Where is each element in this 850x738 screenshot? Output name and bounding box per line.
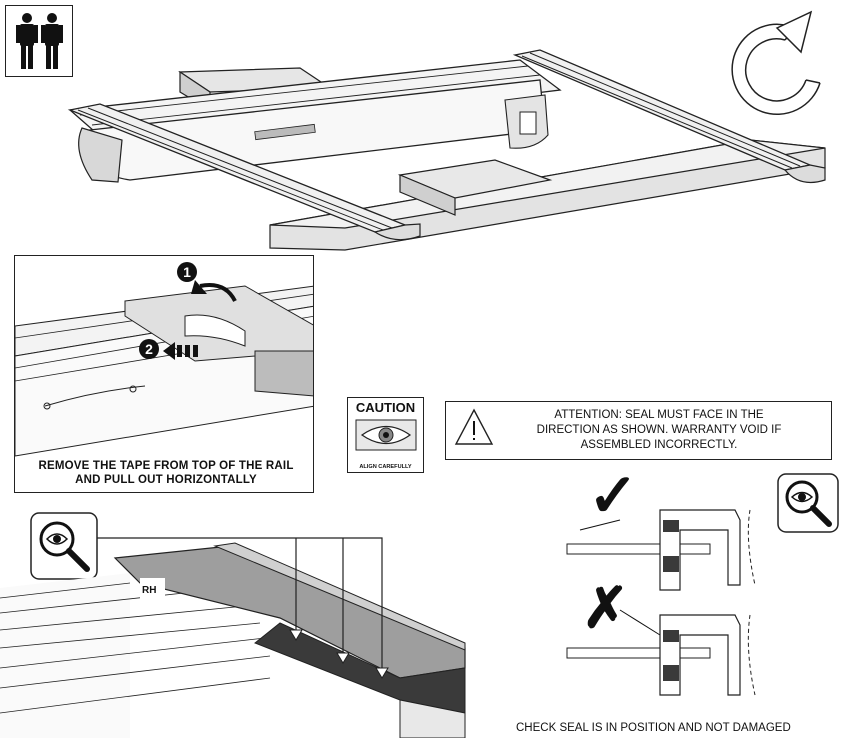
attention-line3: ASSEMBLED INCORRECTLY. xyxy=(580,439,738,451)
remove-tape-caption-line2: AND PULL OUT HORIZONTALLY xyxy=(75,474,257,486)
check-seal-caption: CHECK SEAL IS IN POSITION AND NOT DAMAGE… xyxy=(516,722,791,734)
incorrect-x-mark: ✗ xyxy=(582,576,629,639)
step-2-badge: 2 xyxy=(139,339,159,359)
attention-line2: DIRECTION AS SHOWN. WARRANTY VOID IF xyxy=(536,424,782,436)
caution-subtitle: ALIGN CAREFULLY xyxy=(359,464,412,470)
two-person-lift-icon xyxy=(5,5,73,77)
magnifier-eye-icon xyxy=(30,512,98,580)
awning-frame-assembly-illustration xyxy=(67,49,826,251)
caution-title: CAUTION xyxy=(355,400,416,415)
eye-icon xyxy=(355,419,417,451)
remove-tape-inset: 1 2 xyxy=(14,255,314,493)
attention-text: ATTENTION: SEAL MUST FACE IN THE DIRECTI… xyxy=(494,408,824,453)
rail-side-label: RH xyxy=(142,585,157,596)
remove-tape-caption-line1: REMOVE THE TAPE FROM TOP OF THE RAIL xyxy=(38,460,294,472)
magnifier-eye-icon-right xyxy=(777,473,839,533)
attention-line1: ATTENTION: SEAL MUST FACE IN THE xyxy=(554,409,764,421)
caution-box: CAUTION ALIGN CAREFULLY xyxy=(347,397,424,473)
rotate-arrow-icon xyxy=(731,10,821,116)
attention-box: ATTENTION: SEAL MUST FACE IN THE DIRECTI… xyxy=(445,401,832,460)
correct-check-mark: ✓ xyxy=(588,462,639,529)
seal-profile-diagrams xyxy=(566,509,756,696)
warning-triangle-icon xyxy=(454,408,494,445)
step-1-badge: 1 xyxy=(177,262,197,282)
remove-tape-caption: REMOVE THE TAPE FROM TOP OF THE RAIL AND… xyxy=(18,459,314,487)
seal-detail-illustration xyxy=(0,537,466,738)
